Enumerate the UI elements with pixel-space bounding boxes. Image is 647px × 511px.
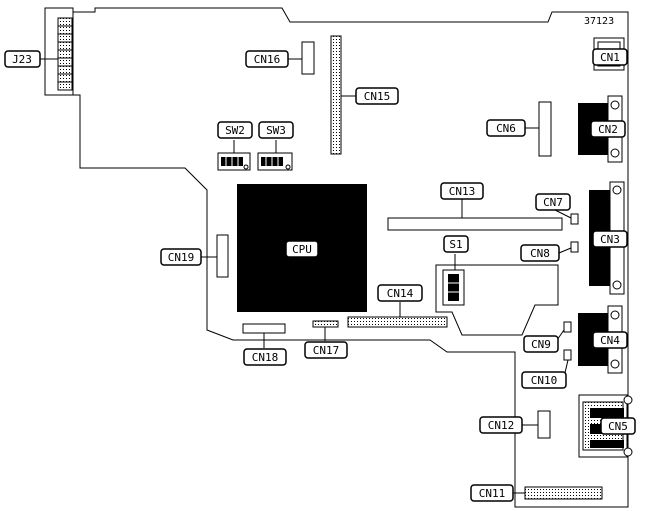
label-cn10: CN10 bbox=[521, 371, 567, 389]
cn19-component bbox=[216, 234, 229, 278]
label-cn17: CN17 bbox=[304, 341, 348, 359]
cn12-component bbox=[537, 410, 551, 439]
svg-text:SW3: SW3 bbox=[266, 124, 286, 137]
j23-connector bbox=[57, 17, 73, 91]
svg-text:CN7: CN7 bbox=[543, 196, 563, 209]
label-cn2: CN2 bbox=[590, 120, 626, 138]
cn8-component bbox=[570, 241, 579, 253]
j23-fingers bbox=[58, 25, 72, 83]
svg-text:CN9: CN9 bbox=[531, 338, 551, 351]
label-j23: J23 bbox=[4, 50, 41, 68]
label-cn3: CN3 bbox=[592, 230, 628, 248]
callout-labels: J23 CN16 CN15 SW2 SW3 CN6 CN1 CN2 bbox=[4, 48, 636, 502]
cn9-component bbox=[563, 321, 572, 333]
s1-outline bbox=[435, 264, 559, 336]
label-cn6: CN6 bbox=[486, 119, 526, 137]
cn7-component bbox=[570, 213, 579, 225]
svg-text:CN11: CN11 bbox=[479, 487, 506, 500]
label-cn11: CN11 bbox=[470, 484, 514, 502]
cn10-component bbox=[563, 349, 572, 361]
svg-text:CN16: CN16 bbox=[254, 53, 281, 66]
label-cn15: CN15 bbox=[355, 87, 399, 105]
label-sw3: SW3 bbox=[258, 121, 294, 139]
svg-text:CN19: CN19 bbox=[168, 251, 195, 264]
label-cpu: CPU bbox=[285, 240, 319, 258]
label-cn18: CN18 bbox=[243, 348, 287, 366]
svg-text:S1: S1 bbox=[449, 238, 462, 251]
cn16-component bbox=[301, 41, 315, 75]
svg-text:CN5: CN5 bbox=[608, 420, 628, 433]
svg-text:CN2: CN2 bbox=[598, 123, 618, 136]
label-cn8: CN8 bbox=[520, 244, 560, 262]
svg-text:CN3: CN3 bbox=[600, 233, 620, 246]
svg-text:CN17: CN17 bbox=[313, 344, 340, 357]
cn18-component bbox=[242, 323, 286, 334]
label-sw2: SW2 bbox=[217, 121, 253, 139]
svg-text:CN18: CN18 bbox=[252, 351, 279, 364]
leader-lines bbox=[40, 58, 572, 494]
label-cn19: CN19 bbox=[160, 248, 202, 266]
board-outline bbox=[44, 7, 629, 508]
sw3-component bbox=[257, 152, 293, 171]
cn15-component bbox=[330, 35, 342, 155]
label-cn12: CN12 bbox=[479, 416, 523, 434]
cn13-component bbox=[387, 217, 563, 231]
s1-switch-body bbox=[448, 274, 459, 301]
label-cn9: CN9 bbox=[523, 335, 559, 353]
label-cn5: CN5 bbox=[600, 417, 636, 435]
cn6-component bbox=[538, 101, 552, 157]
label-cn14: CN14 bbox=[377, 284, 423, 302]
label-cn4: CN4 bbox=[592, 331, 628, 349]
label-cn7: CN7 bbox=[535, 193, 571, 211]
svg-text:SW2: SW2 bbox=[225, 124, 245, 137]
svg-text:CN13: CN13 bbox=[449, 185, 476, 198]
cn14-component bbox=[347, 316, 448, 328]
label-s1: S1 bbox=[443, 235, 469, 253]
label-cn1: CN1 bbox=[592, 48, 628, 66]
svg-text:J23: J23 bbox=[12, 53, 32, 66]
part-number: 37123 bbox=[584, 16, 614, 27]
svg-text:CN1: CN1 bbox=[600, 51, 620, 64]
cn11-component bbox=[524, 486, 603, 500]
svg-text:CN10: CN10 bbox=[531, 374, 558, 387]
cn17-component bbox=[312, 320, 339, 328]
svg-text:CN15: CN15 bbox=[364, 90, 391, 103]
svg-text:CN4: CN4 bbox=[600, 334, 620, 347]
svg-text:CPU: CPU bbox=[292, 243, 312, 256]
label-cn13: CN13 bbox=[440, 182, 484, 200]
svg-text:CN12: CN12 bbox=[488, 419, 515, 432]
svg-text:CN8: CN8 bbox=[530, 247, 550, 260]
svg-text:CN14: CN14 bbox=[387, 287, 414, 300]
sw2-component bbox=[217, 152, 251, 171]
label-cn16: CN16 bbox=[245, 50, 289, 68]
svg-text:CN6: CN6 bbox=[496, 122, 516, 135]
